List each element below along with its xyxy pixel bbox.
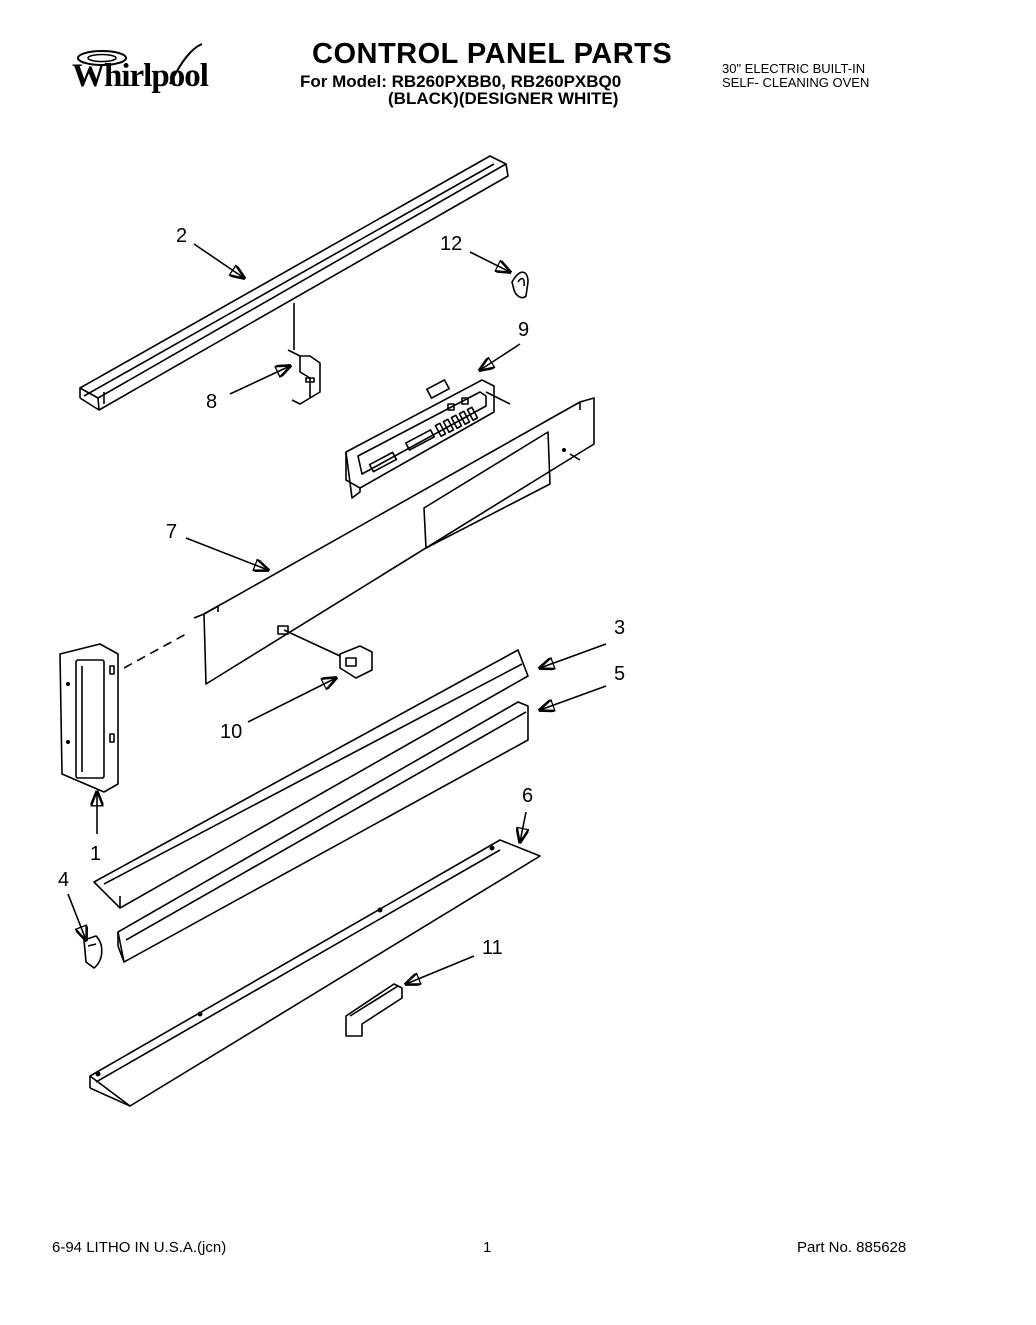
spec-line: 30" ELECTRIC BUILT-IN: [722, 61, 866, 76]
callout-number: 6: [522, 785, 533, 807]
color-variants: (BLACK)(DESIGNER WHITE): [388, 89, 619, 108]
part-10-switch: [283, 629, 373, 679]
page-title: CONTROL PANEL PARTS: [312, 38, 673, 70]
leader-arrows: [67, 243, 607, 984]
part-7-control-panel: [193, 397, 595, 685]
page-number: 1: [483, 1239, 492, 1256]
callout-number: 2: [176, 225, 187, 247]
part-4-clip: [83, 935, 103, 969]
callout-number: 10: [220, 721, 242, 743]
model-numbers: For Model: RB260PXBB0, RB260PXBQ0: [300, 72, 622, 91]
part-8-bracket: [287, 303, 321, 405]
brand-logo: Whirlpool: [72, 58, 209, 94]
part-3-channel: [93, 649, 529, 909]
part-12-clip: [511, 271, 529, 299]
part-6-bottom-channel: [89, 839, 541, 1107]
whirlpool-swoosh-logo: [77, 43, 203, 85]
callout-number: 3: [614, 617, 625, 639]
callout-number: 8: [206, 391, 217, 413]
callout-number: 7: [166, 521, 177, 543]
part-number: Part No. 885628: [797, 1239, 907, 1256]
appliance-spec: 30" ELECTRIC BUILT-IN SELF- CLEANING OVE…: [722, 62, 869, 90]
part-5-bar: [117, 701, 529, 963]
callout-number: 12: [440, 233, 462, 255]
part-11-bracket: [345, 983, 403, 1037]
dashed-alignment-line: [123, 633, 187, 669]
part-9-control-module: [345, 379, 511, 499]
callout-number: 5: [614, 663, 625, 685]
callout-number: 11: [482, 937, 503, 959]
footer-print-info: 6-94 LITHO IN U.S.A.(jcn): [52, 1239, 227, 1256]
spec-line: SELF- CLEANING OVEN: [722, 75, 870, 90]
callout-number: 4: [58, 869, 69, 891]
callout-number: 1: [90, 843, 101, 865]
part-2-top-trim: [79, 155, 509, 411]
callout-number: 9: [518, 319, 529, 341]
part-1-end-cap: [59, 643, 119, 793]
